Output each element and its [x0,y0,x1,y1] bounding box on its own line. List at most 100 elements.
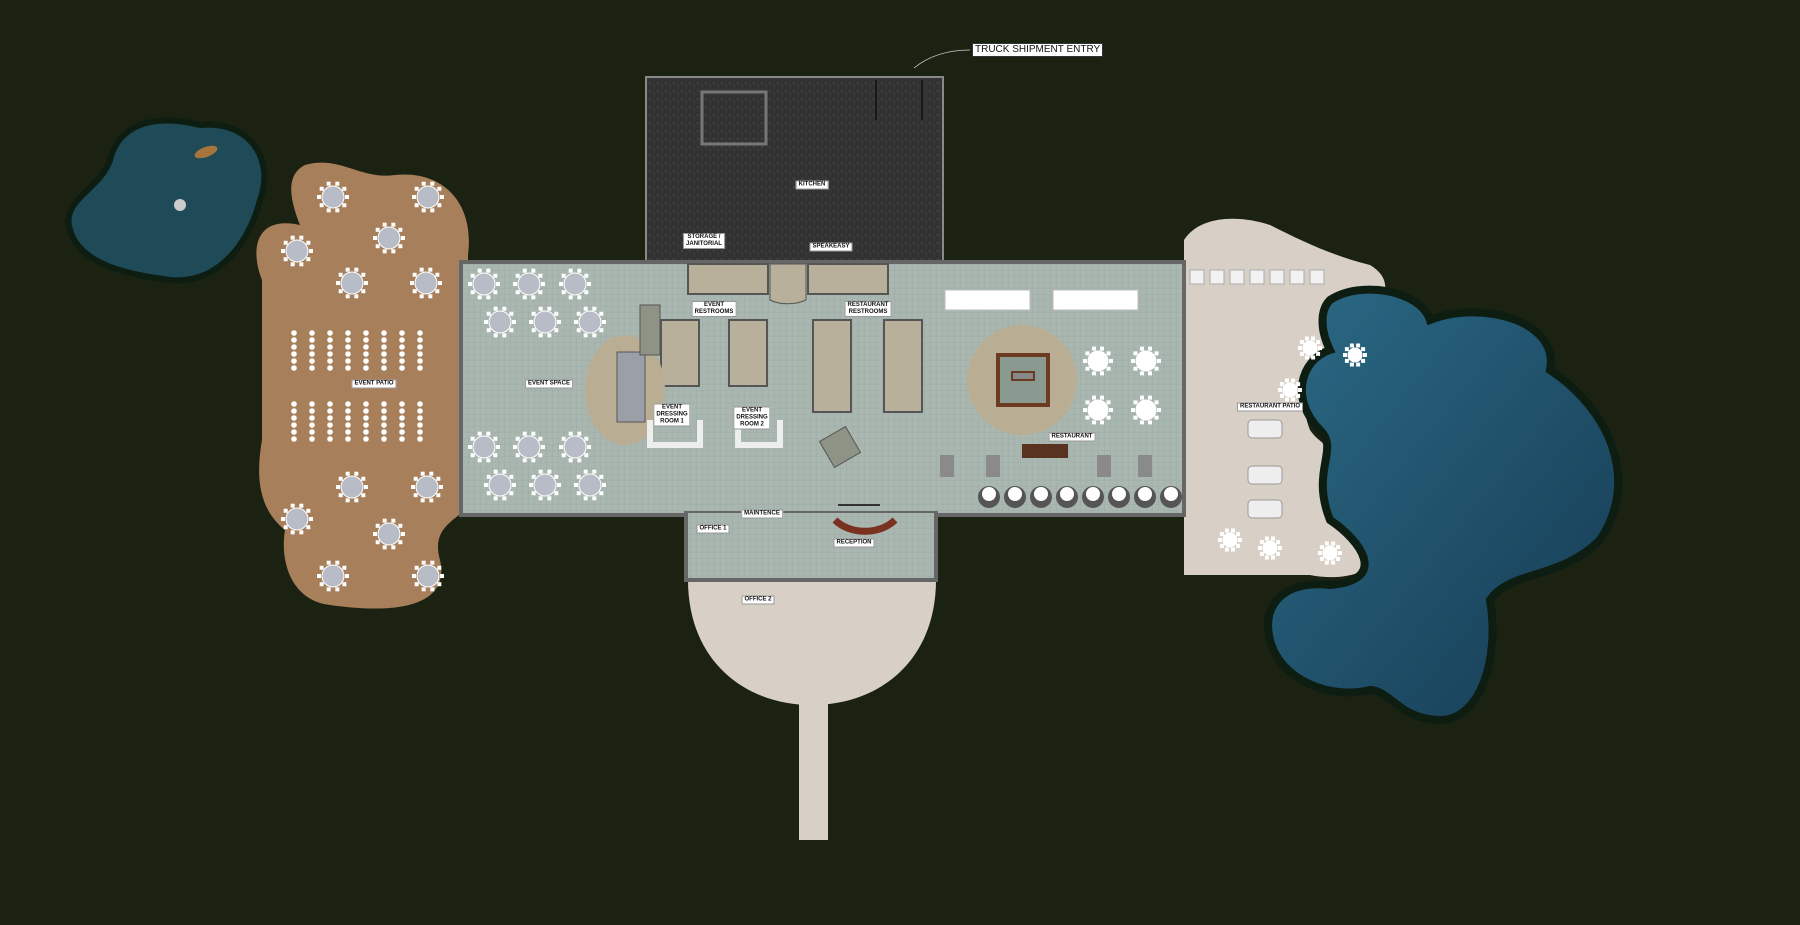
chair [531,328,536,333]
picnic-table [1247,499,1283,519]
round-table [317,560,349,592]
chair [291,337,297,343]
chair [568,431,573,436]
lounge-chair [1209,269,1225,285]
chair [538,496,543,501]
chair [398,227,403,232]
chair [361,493,366,498]
chair [1133,400,1138,405]
chair [345,337,351,343]
chair [584,436,589,441]
chair [1344,358,1349,363]
chair [430,587,435,592]
round-table [484,469,516,501]
chair [1264,555,1269,560]
chair [440,574,444,578]
booth-table [1164,487,1178,501]
chair [1154,400,1159,405]
chair [1218,538,1222,542]
chair [327,344,333,350]
chair [1139,395,1144,400]
chair [1291,378,1296,383]
chair [345,294,350,299]
chair [568,268,573,273]
chair [1319,556,1324,561]
table-top [340,475,364,499]
chair [281,517,285,521]
chair [1109,359,1113,363]
chair [381,351,387,357]
table-top [285,239,309,263]
kitchen-area [645,76,944,264]
chair [583,306,588,311]
chair [309,517,313,521]
table-top [488,473,512,497]
chair [502,333,507,338]
chair [1154,351,1159,356]
chair [1279,382,1284,387]
table-top [533,310,557,334]
maintence-label: MAINTENCE [741,509,783,519]
chair [587,282,591,286]
chair [1319,545,1324,550]
chair [345,195,349,199]
round-table [529,469,561,501]
chair [1085,400,1090,405]
chair [342,582,347,587]
chair [486,431,491,436]
chair [1238,538,1242,542]
chair [429,498,434,503]
chair [417,408,423,414]
chair [421,560,426,565]
chair [1299,351,1304,356]
chair [335,181,340,186]
chair [1276,551,1281,556]
picnic-table [1247,465,1283,485]
round-table [529,306,561,338]
chair [1361,358,1366,363]
chair [414,186,419,191]
chair [420,498,425,503]
chair [291,436,297,442]
table [940,455,954,477]
chair [437,582,442,587]
chair [577,431,582,436]
chair [554,491,559,496]
booth-table [1138,487,1152,501]
chair [584,273,589,278]
chair [538,290,543,295]
chair [477,295,482,300]
table-top [377,522,401,546]
chair [413,476,418,481]
table-top [1347,347,1363,363]
chair [391,222,396,227]
chair [354,294,359,299]
chair [421,208,426,213]
chair [417,401,423,407]
chair [1106,400,1111,405]
round-table [412,560,444,592]
chair [1236,532,1241,537]
walkway [799,700,828,840]
table-top [517,435,541,459]
chair [345,436,351,442]
chair [381,344,387,350]
round-table [1258,536,1282,560]
chair [375,227,380,232]
chair [317,195,321,199]
chair [477,431,482,436]
chair [309,401,315,407]
chair [437,203,442,208]
round-table [574,469,606,501]
table [1138,455,1152,477]
table-top [415,475,439,499]
chair [299,503,304,508]
chair [381,422,387,428]
round-table [1318,541,1342,565]
chair [335,587,340,592]
chair [1139,420,1144,425]
chair [554,474,559,479]
table-top [414,271,438,295]
fountain [174,199,186,211]
chair [291,415,297,421]
